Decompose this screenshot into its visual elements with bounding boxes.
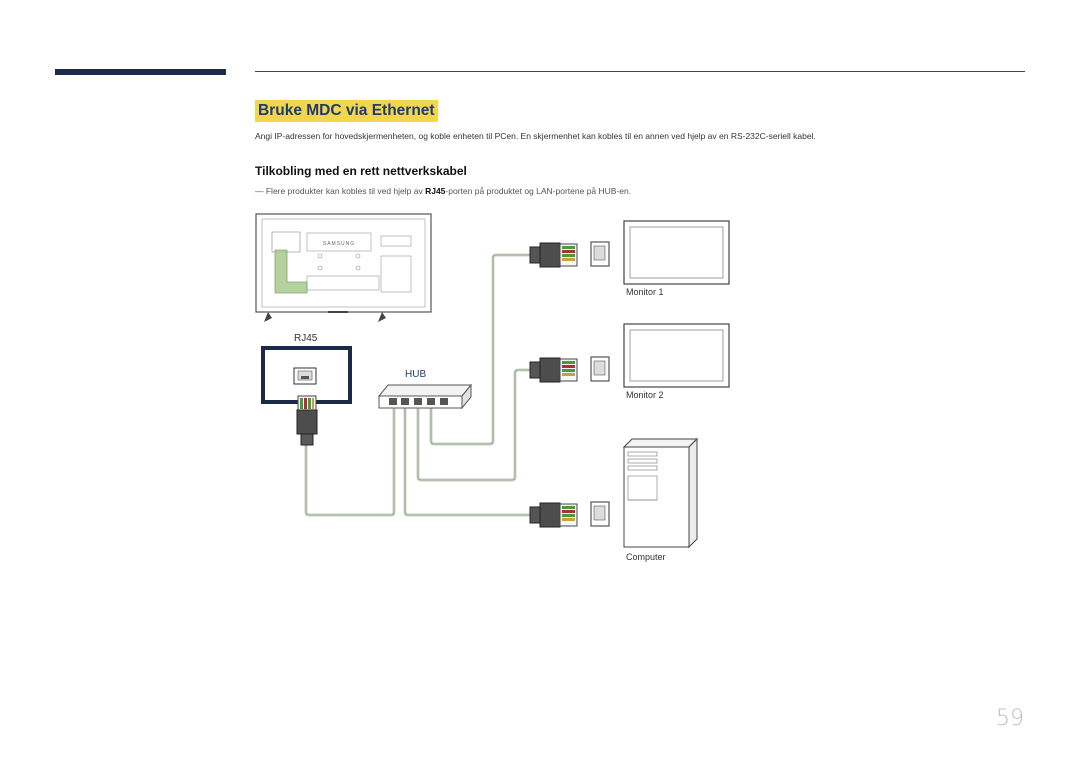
monitor-2 bbox=[623, 323, 730, 388]
rj45-plug-display bbox=[296, 395, 318, 446]
rj45-connector-computer bbox=[529, 501, 610, 528]
page-number: 59 bbox=[996, 706, 1024, 731]
rj45-port-zoom bbox=[261, 346, 352, 404]
note-line: ― Flere produkter kan kobles til ved hje… bbox=[255, 186, 631, 196]
note-dash: ― bbox=[255, 186, 264, 196]
hub-label: HUB bbox=[405, 369, 427, 380]
brand-text: SAMSUNG bbox=[323, 241, 355, 247]
rj45-label: RJ45 bbox=[294, 333, 318, 344]
rj45-connector-monitor1 bbox=[529, 241, 610, 268]
section-heading: Bruke MDC via Ethernet bbox=[255, 100, 438, 122]
display-back-panel: SAMSUNG bbox=[255, 213, 432, 322]
network-hub bbox=[377, 383, 473, 410]
monitor2-label: Monitor 2 bbox=[626, 390, 664, 400]
highlighted-port-area bbox=[274, 249, 308, 294]
cable-hub-computer bbox=[403, 404, 530, 517]
monitor-1 bbox=[623, 220, 730, 285]
computer-tower bbox=[622, 437, 699, 549]
intro-paragraph: Angi IP-adressen for hovedskjermenheten,… bbox=[255, 131, 816, 141]
stand-foot-right bbox=[378, 312, 386, 322]
computer-label: Computer bbox=[626, 552, 666, 562]
subheading: Tilkobling med en rett nettverkskabel bbox=[255, 164, 467, 178]
note-text-2: -porten på produktet og LAN-portene på H… bbox=[445, 186, 632, 196]
monitor1-label: Monitor 1 bbox=[626, 287, 664, 297]
rj45-connector-monitor2 bbox=[529, 356, 610, 383]
header-rule bbox=[255, 71, 1025, 72]
section-accent-bar bbox=[55, 69, 226, 75]
note-rj45: RJ45 bbox=[425, 186, 446, 196]
cable-display-hub bbox=[304, 404, 396, 517]
stand-foot-left bbox=[264, 312, 272, 322]
note-text-1: Flere produkter kan kobles til ved hjelp… bbox=[263, 186, 426, 196]
